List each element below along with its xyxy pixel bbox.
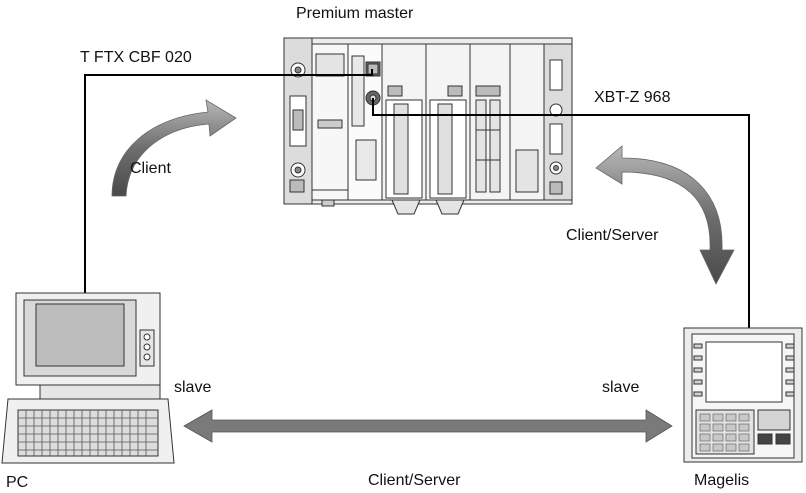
client-arrow — [111, 99, 237, 197]
client-server-right-label: Client/Server — [566, 227, 659, 244]
pc-label: PC — [6, 474, 29, 491]
cable-pc-to-master — [84, 69, 373, 293]
client-server-arrow-right — [595, 145, 735, 285]
premium-master-label: Premium master — [296, 5, 414, 22]
magelis-label: Magelis — [694, 472, 750, 489]
slave-left-label: slave — [174, 379, 212, 396]
cable-pc-label: T FTX CBF 020 — [80, 49, 192, 66]
client-server-arrow-bottom — [183, 409, 673, 443]
magelis-terminal — [683, 327, 803, 463]
slave-right-label: slave — [602, 379, 640, 396]
cable-magelis-label: XBT-Z 968 — [594, 89, 671, 106]
pc-computer — [1, 292, 175, 464]
client-server-bottom-label: Client/Server — [368, 472, 461, 489]
premium-master-plc — [283, 37, 573, 215]
client-label: Client — [130, 160, 171, 177]
cable-magelis-to-master — [372, 98, 750, 328]
